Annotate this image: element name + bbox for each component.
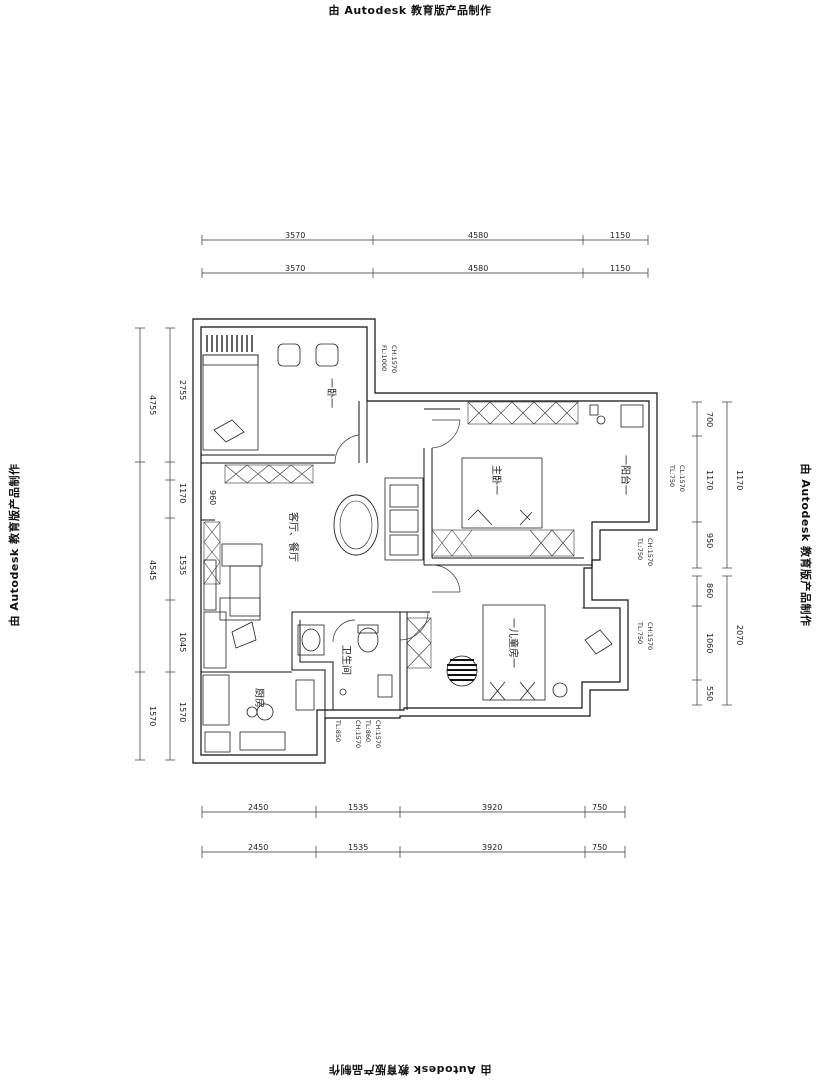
tag-window-kitchen-b: TL:850 [334, 719, 342, 742]
right-dimension-lower [692, 575, 732, 706]
bottom-dimension-row-1 [201, 806, 626, 818]
dim-right-upper-c: 1170 [735, 470, 744, 490]
dim-bottom-2-d: 750 [592, 843, 607, 852]
left-dimension-inner [165, 327, 175, 761]
bottom-dimension-row-2 [201, 846, 626, 858]
room-label-second-bedroom: 一卧一 [325, 378, 338, 408]
dim-right-lower-b: 2070 [735, 625, 744, 645]
bathroom-fixtures [297, 624, 393, 698]
balcony-fixtures [589, 404, 644, 428]
dim-left-outer-b: 4545 [148, 560, 157, 580]
dim-left-inner-b: 1170 [178, 483, 187, 503]
kid-room-rug [446, 655, 478, 687]
dim-left-inner-a: 2755 [178, 380, 187, 400]
dim-top-2-c: 1150 [610, 264, 630, 273]
tag-window-master-b: TL:750 [636, 537, 644, 560]
tag-window-kitchen-a: CH:1570 [354, 720, 362, 748]
dim-bottom-1-d: 750 [592, 803, 607, 812]
tag-window-bath-a: CH:1570 [374, 720, 382, 748]
dim-top-1-c: 1150 [610, 231, 630, 240]
dim-top-1-b: 4580 [468, 231, 488, 240]
dim-right-upper-b: 1170 [705, 470, 714, 490]
room-label-master-bedroom: 主卧一 [490, 465, 503, 495]
dim-top-1-a: 3570 [285, 231, 305, 240]
tag-window-balcony-b: TL:750 [668, 464, 676, 487]
dining-table-inner [339, 500, 373, 550]
dim-left-inner-d: 1535 [178, 555, 187, 575]
tag-window-kid-a: CH:1570 [646, 622, 654, 650]
dim-left-inner-c: 960 [208, 490, 217, 505]
dim-bottom-2-a: 2450 [248, 843, 268, 852]
dim-bottom-1-b: 1535 [348, 803, 368, 812]
room-label-kitchen: 厨房 [253, 688, 266, 708]
kid-room-lamp [552, 682, 568, 698]
sofa [219, 477, 424, 621]
dim-right-lower-a: 860 [705, 583, 714, 598]
dim-top-2-a: 3570 [285, 264, 305, 273]
dim-bottom-1-c: 3920 [482, 803, 502, 812]
right-dimension-upper [692, 401, 732, 569]
dim-bottom-2-b: 1535 [348, 843, 368, 852]
dim-left-outer-c: 1570 [148, 706, 157, 726]
dim-right-upper-a: 700 [705, 412, 714, 427]
room-label-balcony: 一阳台一 [619, 455, 632, 495]
tv-cabinet [203, 559, 217, 611]
interior-walls [201, 401, 592, 718]
chairs [213, 343, 613, 655]
tag-window-kid-b: TL:750 [636, 621, 644, 644]
left-dimension-outer [135, 327, 145, 761]
watermark-top: 由 Autodesk 教育版产品制作 [328, 4, 492, 17]
bookshelf-strips [206, 335, 253, 352]
dim-top-2-b: 4580 [468, 264, 488, 273]
tag-window-master-a: CH:1570 [646, 538, 654, 566]
dim-bottom-1-a: 2450 [248, 803, 268, 812]
room-label-kid-bedroom: 一儿童房一 [507, 618, 520, 668]
dim-left-inner-e: 1045 [178, 632, 187, 652]
dim-right-lower-d: 550 [705, 686, 714, 701]
dim-left-inner-f: 1570 [178, 702, 187, 722]
wardrobes [203, 401, 579, 669]
door-swings [332, 419, 620, 643]
top-dimension-row-1 [201, 235, 649, 245]
room-label-living-dining: 客厅、餐厅 [287, 512, 300, 562]
tag-window-balcony-a: CL:1570 [678, 465, 686, 492]
dining-table [333, 494, 379, 556]
beds [202, 354, 546, 701]
top-dimension-row-2 [201, 268, 649, 278]
room-label-bathroom: 卫生间 [340, 645, 353, 675]
tag-window-bedroom2-b: FL:1000 [380, 345, 388, 371]
dim-left-outer-a: 4755 [148, 395, 157, 415]
fridge [203, 611, 227, 669]
kitchen-fixtures [202, 621, 315, 753]
dim-right-upper-d: 950 [705, 533, 714, 548]
dim-right-lower-c: 1060 [705, 633, 714, 653]
tag-window-bedroom2-a: CH:1570 [390, 345, 398, 373]
dim-bottom-2-c: 3920 [482, 843, 502, 852]
tag-window-bath-b: TL:860 [364, 719, 372, 742]
